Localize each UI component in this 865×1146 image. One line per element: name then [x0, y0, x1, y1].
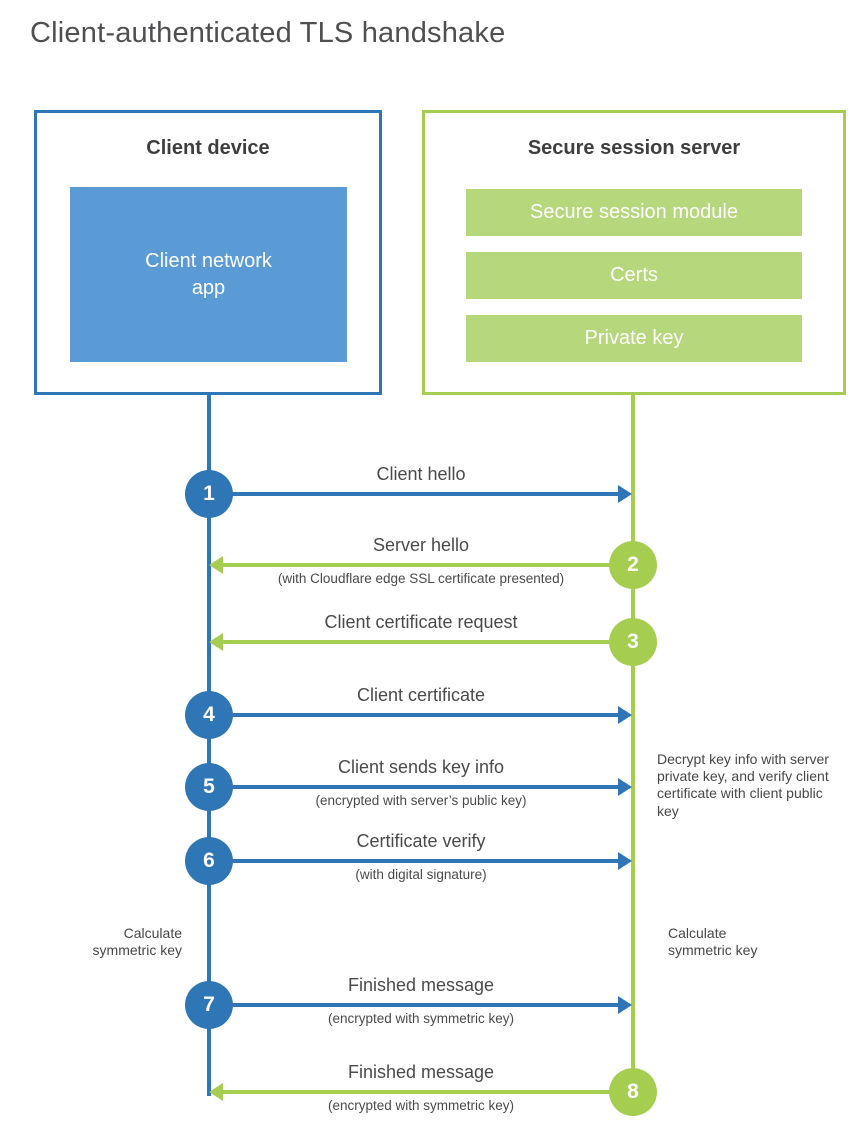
step-8-label: Finished message: [347, 1062, 495, 1082]
step-3-arrow: [223, 640, 633, 644]
step-7-label: Finished message: [347, 975, 495, 995]
step-2-arrow: [223, 563, 633, 567]
step-4-arrow: [211, 713, 618, 717]
step-2-badge: 2: [609, 541, 657, 589]
step-6-badge: 6: [185, 837, 233, 885]
server-decrypt-note: Decrypt key info with server private key…: [657, 751, 829, 819]
client-device-title: Client device: [146, 137, 270, 159]
step-6-label: Certificate verify: [356, 831, 486, 851]
step-1-arrowhead-icon: [618, 485, 632, 503]
step-1-arrow: [211, 492, 618, 496]
step-2-arrowhead-icon: [209, 556, 223, 574]
step-7-sublabel: (encrypted with symmetric key): [327, 1011, 515, 1026]
client-lifeline: [207, 393, 211, 1096]
step-6-arrow: [211, 859, 618, 863]
server-module-certs: Certs: [466, 252, 802, 299]
step-2-label: Server hello: [372, 535, 470, 555]
step-2-sublabel: (with Cloudflare edge SSL certificate pr…: [277, 571, 565, 586]
step-5-badge: 5: [185, 763, 233, 811]
server-lifeline: [631, 393, 635, 1092]
step-6-arrowhead-icon: [618, 852, 632, 870]
step-5-arrowhead-icon: [618, 778, 632, 796]
server-title: Secure session server: [527, 137, 741, 159]
step-1-badge: 1: [185, 470, 233, 518]
client-network-app-block: Client network app: [70, 187, 347, 362]
step-8-sublabel: (encrypted with symmetric key): [327, 1098, 515, 1113]
client-calculate-symmetric-key-note: Calculate symmetric key: [92, 925, 182, 959]
step-7-badge: 7: [185, 981, 233, 1029]
server-calculate-symmetric-key-note: Calculate symmetric key: [668, 925, 758, 959]
step-6-sublabel: (with digital signature): [355, 867, 487, 882]
step-8-arrow: [223, 1090, 633, 1094]
step-4-arrowhead-icon: [618, 706, 632, 724]
server-module-private-key: Private key: [466, 315, 802, 362]
step-7-arrow: [211, 1003, 618, 1007]
step-4-label: Client certificate: [356, 685, 486, 705]
step-5-sublabel: (encrypted with server’s public key): [315, 793, 527, 808]
step-7-arrowhead-icon: [618, 996, 632, 1014]
step-8-badge: 8: [609, 1068, 657, 1116]
step-5-label: Client sends key info: [337, 757, 505, 777]
page-title: Client-authenticated TLS handshake: [30, 17, 506, 49]
step-4-badge: 4: [185, 691, 233, 739]
step-5-arrow: [211, 785, 618, 789]
step-8-arrowhead-icon: [209, 1083, 223, 1101]
step-3-arrowhead-icon: [209, 633, 223, 651]
step-3-badge: 3: [609, 618, 657, 666]
step-1-label: Client hello: [376, 464, 466, 484]
server-module-secure-session: Secure session module: [466, 189, 802, 236]
step-3-label: Client certificate request: [324, 612, 518, 632]
